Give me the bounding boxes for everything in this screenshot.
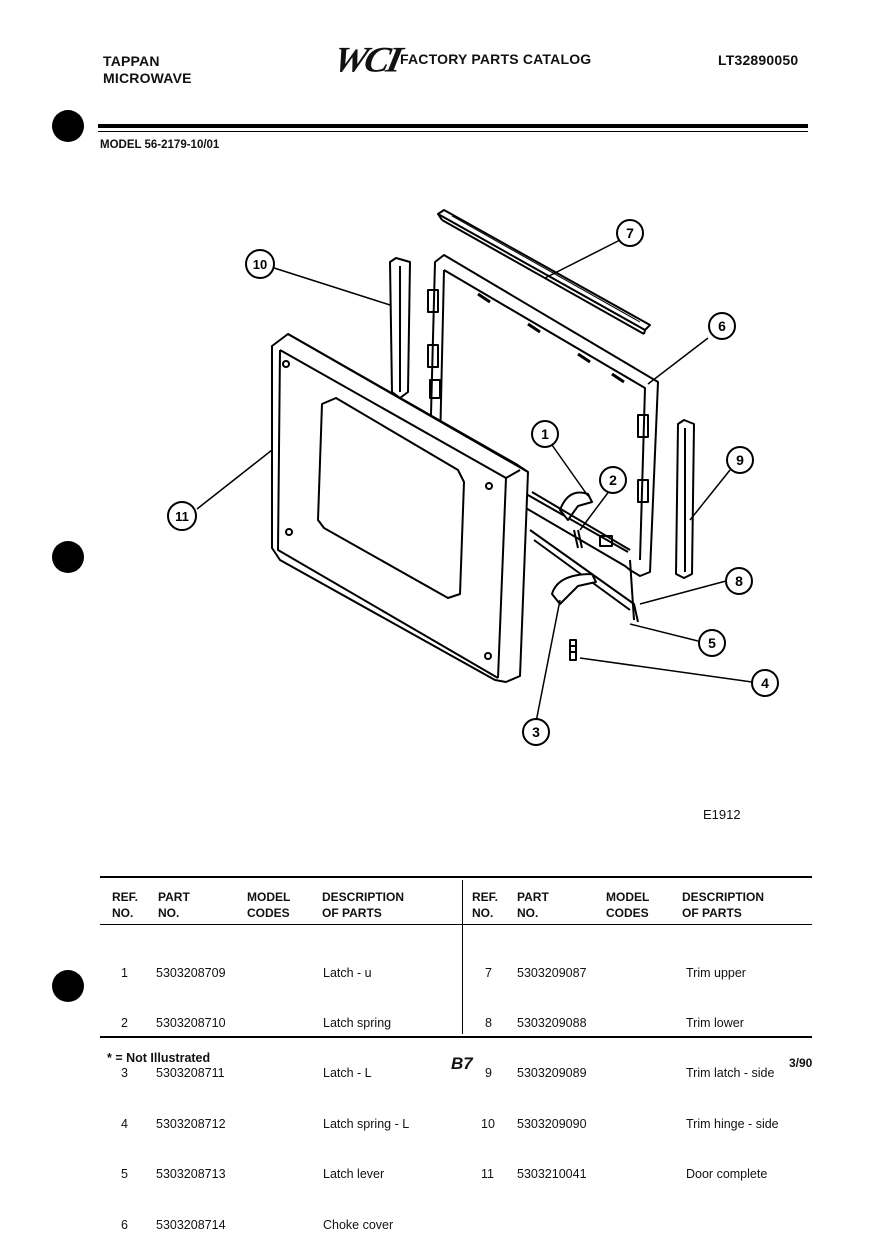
svg-text:9: 9 [736,452,744,468]
right-desc-column: Trim upper Trim lower Trim latch - side … [686,965,779,1182]
table-top-rule [100,876,812,878]
exploded-parts-diagram: 1 2 3 4 5 6 7 8 9 10 11 [167,209,779,746]
svg-text:10: 10 [253,257,267,272]
catalog-number: LT32890050 [718,52,799,68]
part-latch-spring-lower [569,639,577,661]
table-divider [462,880,463,1034]
callout-4: 4 [751,669,779,697]
table-row: 8 [485,1015,492,1030]
punch-hole-top [52,110,84,142]
punch-hole-bottom [52,970,84,1002]
svg-text:4: 4 [761,675,769,691]
part-trim-hinge-side [389,257,411,399]
svg-text:5: 5 [708,635,716,651]
right-ref-column: 7 8 9 10 11 [481,931,495,1200]
left-ref-column: 1 2 3 4 5 6 [121,931,128,1250]
part-latch-upper [531,491,631,551]
brand-line-1: TAPPAN [103,53,160,69]
part-trim-upper [437,209,651,335]
table-row: 1 [121,965,128,980]
callout-8: 8 [725,567,753,595]
svg-text:8: 8 [735,573,743,589]
svg-text:11: 11 [175,509,189,524]
brand-line-2: MICROWAVE [103,70,192,86]
header-rule-thick [98,124,808,128]
table-row: 11 [481,1167,494,1182]
callout-11: 11 [167,501,197,531]
table-row: 2 [121,1015,128,1030]
table-row: 4 [121,1116,128,1131]
punch-hole-middle [52,541,84,573]
page-number: B7 [451,1054,473,1073]
table-row: 6 [121,1217,128,1232]
header-ref-right: REF.NO. [472,890,499,920]
catalog-title: FACTORY PARTS CATALOG [400,51,592,67]
table-row: 9 [485,1066,492,1081]
table-row: 5 [121,1167,128,1182]
svg-text:6: 6 [718,318,726,334]
callout-6: 6 [708,312,736,340]
part-trim-latch-side [675,419,695,579]
svg-text:2: 2 [609,472,617,488]
svg-text:7: 7 [626,225,634,241]
svg-text:3: 3 [532,724,540,740]
part-latch-lower [551,573,597,605]
table-bottom-rule [100,1036,812,1038]
callout-2: 2 [599,466,627,494]
table-header-rule [100,924,812,925]
svg-text:1: 1 [541,426,549,442]
header-ref-left: REF.NO. [112,890,139,920]
callout-7: 7 [616,219,644,247]
left-part-column: 5303208709 5303208710 5303208711 5303208… [156,965,226,1232]
right-part-column: 5303209087 5303209088 5303209089 5303209… [517,965,587,1182]
callout-5: 5 [698,629,726,657]
table-row: 3 [121,1066,128,1081]
callout-10: 10 [245,249,275,279]
not-illustrated-note: * = Not Illustrated [107,1051,211,1065]
table-row: 10 [481,1116,495,1131]
part-latch-spring [573,529,583,549]
figure-code: E1912 [703,807,741,822]
callout-1: 1 [531,420,559,448]
header-rule-thin [98,131,808,132]
model-number: MODEL 56-2179-10/01 [100,139,220,151]
catalog-date: 3/90 [789,1056,813,1070]
part-door-complete [271,333,529,683]
left-desc-column: Latch - u Latch spring Latch - L Latch s… [323,965,410,1232]
table-row: 7 [485,965,492,980]
callout-3: 3 [522,718,550,746]
callout-9: 9 [726,446,754,474]
